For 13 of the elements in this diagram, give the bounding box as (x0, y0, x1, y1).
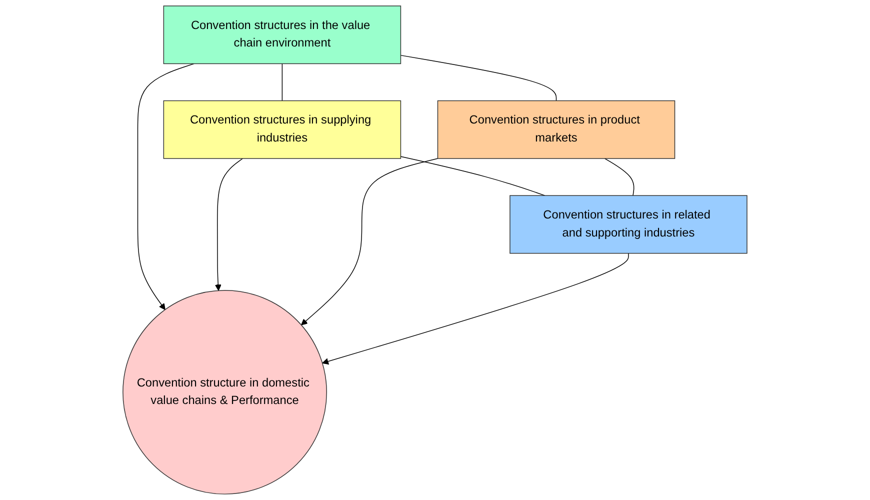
node-box: Convention structures in related and supporting industries (510, 195, 748, 254)
connector (400, 156, 546, 196)
connector (282, 63, 283, 102)
node-box: Convention structures in supplying industries (163, 100, 402, 159)
connector (400, 54, 557, 102)
arrow (137, 63, 195, 310)
node-circle: Convention structure in domestic value chains & Performance (122, 290, 328, 494)
node-box: Convention structures in the value chain environment (163, 6, 402, 64)
arrow (322, 252, 629, 365)
node-box: Convention structures in product markets (437, 100, 676, 159)
connector (604, 158, 634, 196)
arrow (301, 158, 438, 326)
arrow (214, 158, 244, 291)
